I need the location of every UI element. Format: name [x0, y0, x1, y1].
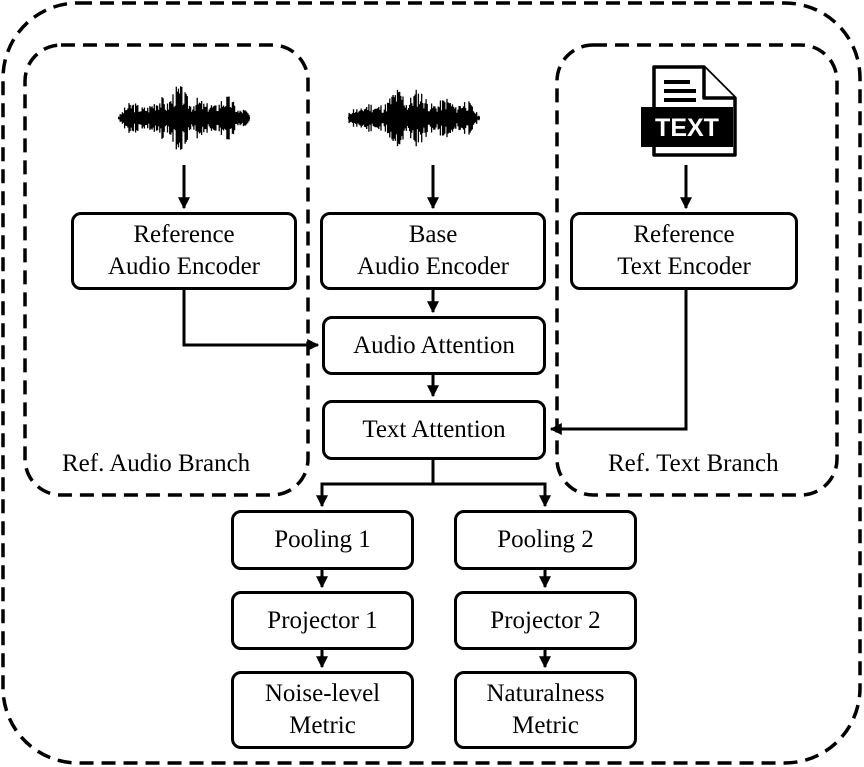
ref-text-branch-frame: [555, 43, 839, 497]
naturalness-metric-box: Naturalness Metric: [454, 671, 637, 749]
projector-1-label: Projector 1: [267, 606, 378, 634]
document-icon-label: TEXT: [655, 114, 719, 142]
pooling-1-label: Pooling 1: [274, 526, 371, 553]
ref-text-encoder-box: Reference Text Encoder: [570, 212, 798, 290]
audio-attention-label: Audio Attention: [353, 331, 515, 359]
pooling-2-label: Pooling 2: [497, 526, 594, 553]
arrow-ref-audio-to-audio-attention: [182, 290, 320, 351]
projector-2-box: Projector 2: [454, 591, 637, 650]
text-attention-box: Text Attention: [322, 400, 546, 460]
noise-level-metric-label: Noise-level Metric: [264, 680, 381, 739]
base-audio-encoder-box: Base Audio Encoder: [320, 212, 546, 290]
ref-text-branch-label: Ref. Text Branch: [608, 450, 779, 477]
audio-waveform-icon: [348, 89, 480, 147]
naturalness-metric-label: Naturalness Metric: [486, 680, 605, 739]
arrow-split-to-pooling-1: [316, 460, 435, 508]
ref-audio-branch-label: Ref. Audio Branch: [62, 450, 251, 477]
ref-audio-encoder-box: Reference Audio Encoder: [71, 212, 297, 290]
text-document-icon: TEXT: [641, 65, 737, 157]
audio-waveform-icon: [118, 86, 250, 150]
ref-audio-encoder-label: Reference Audio Encoder: [107, 221, 261, 280]
arrow-split-to-pooling-2: [433, 482, 551, 508]
pooling-2-box: Pooling 2: [454, 510, 637, 570]
audio-attention-box: Audio Attention: [322, 316, 546, 375]
arrow-ref-text-to-text-attention: [549, 290, 688, 435]
text-attention-label: Text Attention: [362, 416, 506, 443]
pooling-1-box: Pooling 1: [231, 510, 414, 570]
ref-text-encoder-label: Reference Text Encoder: [617, 221, 751, 280]
base-audio-encoder-label: Base Audio Encoder: [356, 221, 510, 280]
noise-level-metric-box: Noise-level Metric: [231, 671, 414, 749]
projector-1-box: Projector 1: [231, 591, 414, 650]
projector-2-label: Projector 2: [490, 606, 601, 634]
